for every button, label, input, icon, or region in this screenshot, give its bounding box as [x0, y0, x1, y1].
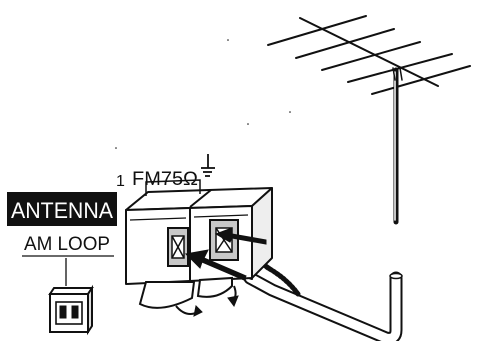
antenna-label-group: ANTENNA AM LOOP	[7, 192, 117, 286]
terminal-mark-label: 1	[116, 173, 125, 190]
antenna-element-5	[372, 66, 470, 94]
antenna-label: ANTENNA	[11, 198, 113, 223]
ground-symbol-icon	[201, 154, 215, 176]
fm-label-group: 1 FM75Ω	[116, 154, 215, 196]
am-loop-label: AM LOOP	[24, 234, 110, 255]
am-loop-jack-icon	[50, 288, 92, 332]
yagi-antenna-icon	[268, 16, 470, 222]
fm-75-ohm-label: FM75Ω	[132, 169, 198, 190]
terminal-lever-tabs	[140, 278, 232, 308]
print-specks	[115, 39, 291, 149]
fm-ground-terminal	[210, 220, 238, 260]
fm-antenna-terminal-block	[126, 188, 272, 284]
fm-coax-terminal	[168, 228, 188, 266]
